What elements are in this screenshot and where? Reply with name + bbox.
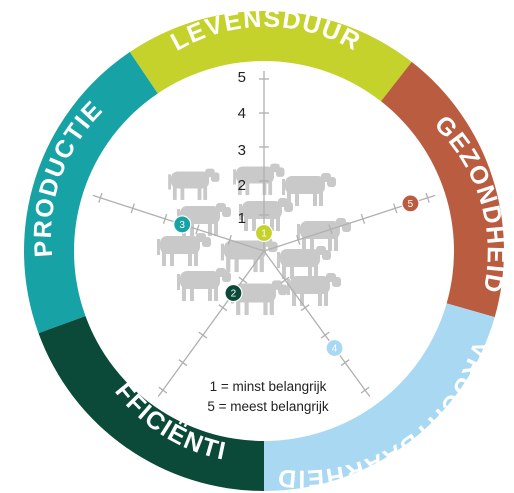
cow-silhouette xyxy=(282,173,336,206)
cow-silhouette xyxy=(157,233,211,266)
axis-line-vruchtbaarheid xyxy=(263,250,371,398)
axis-tick xyxy=(300,304,310,312)
cow-silhouette xyxy=(239,198,293,231)
scale-labels: 1 2 3 4 5 xyxy=(238,69,246,227)
axis-tick xyxy=(238,276,248,284)
ring-segment-gezondheid xyxy=(380,61,505,318)
scale-label-5: 5 xyxy=(238,69,246,86)
cow-silhouette xyxy=(177,268,231,301)
axis-tick xyxy=(360,386,370,394)
axis-tick xyxy=(328,224,333,235)
ring-segment-productie xyxy=(23,52,158,334)
legend-line-2: 5 = meest belangrijk xyxy=(207,399,328,414)
ring-segment-efficientie xyxy=(38,315,264,491)
marker-levensduur: 1 xyxy=(254,223,274,243)
marker-label-vruchtbaarheid: 4 xyxy=(332,344,338,355)
axis-tick xyxy=(158,386,168,394)
cow-silhouette xyxy=(220,237,278,273)
axis-line-efficientie xyxy=(157,250,265,398)
marker-gezondheid: 5 xyxy=(401,194,420,213)
axis-ticks xyxy=(98,78,430,394)
axis-tick xyxy=(162,213,168,224)
axis-tick xyxy=(296,234,301,245)
scale-label-1: 1 xyxy=(238,210,246,227)
axis-tick xyxy=(195,224,200,235)
axis-tick xyxy=(178,359,188,367)
marker-productie: 3 xyxy=(173,215,192,234)
marker-label-gezondheid: 5 xyxy=(408,199,414,210)
marker-label-efficientie: 2 xyxy=(231,289,237,300)
cow-silhouette xyxy=(168,168,220,200)
axis-tick xyxy=(218,304,228,312)
cow-silhouette xyxy=(287,273,341,306)
ring-segment-levensduur xyxy=(129,10,412,102)
cow-silhouette xyxy=(277,246,331,279)
ring-segment-vruchtbaarheid xyxy=(264,303,495,491)
marker-label-productie: 3 xyxy=(179,220,185,231)
axis-tick xyxy=(425,192,430,203)
legend: 1 = minst belangrijk 5 = meest belangrij… xyxy=(207,379,328,414)
scale-label-3: 3 xyxy=(238,142,246,159)
marker-label-levensduur: 1 xyxy=(261,229,267,240)
ring xyxy=(23,10,505,491)
markers: 1 5 4 2 3 xyxy=(173,194,420,358)
axis-tick xyxy=(227,234,232,245)
axis-tick xyxy=(320,331,330,339)
scale-label-2: 2 xyxy=(238,177,246,194)
cow-herd-illustration xyxy=(157,163,351,316)
legend-line-1: 1 = minst belangrijk xyxy=(210,379,327,394)
axis-tick xyxy=(340,359,350,367)
scale-label-4: 4 xyxy=(238,105,246,122)
axis-tick xyxy=(360,213,366,224)
axis-tick xyxy=(98,192,103,203)
marker-efficientie: 2 xyxy=(224,283,243,303)
axis-tick xyxy=(198,331,208,339)
marker-vruchtbaarheid: 4 xyxy=(325,338,344,358)
axis-tick xyxy=(130,203,135,214)
axis-tick xyxy=(280,276,290,284)
axis-tick xyxy=(393,203,398,214)
cow-silhouette xyxy=(297,218,351,251)
